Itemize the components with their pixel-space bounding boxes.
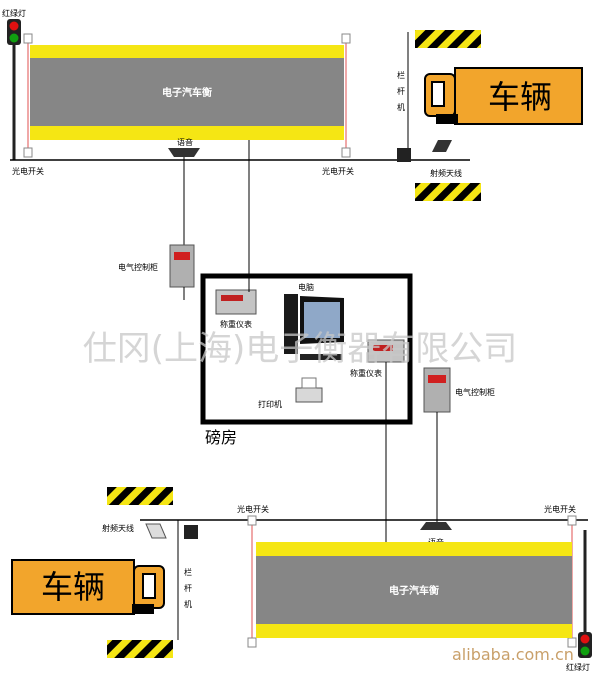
rf-antenna-bottom: 射频天线 [102, 523, 167, 539]
rf-antenna-top: 射频天线 [430, 140, 462, 178]
connection-lines [248, 140, 438, 546]
rf-antenna-bottom-label: 射频天线 [102, 523, 134, 533]
weigh-room-label: 磅房 [205, 428, 237, 447]
control-cabinet-left: 电气控制柜 [118, 244, 195, 300]
cabinet-left-label: 电气控制柜 [118, 262, 158, 272]
cabinet-right-label: 电气控制柜 [455, 387, 495, 397]
truck-top: 车辆 [424, 67, 583, 125]
photo-switch-bl-label: 光电开关 [237, 504, 269, 514]
barrier-bottom-c2: 杆 [184, 583, 192, 593]
barrier-bottom-c3: 机 [184, 599, 192, 609]
barrier-gate-bottom: 栏 杆 机 [107, 487, 198, 658]
scale-top-label: 电子汽车衡 [162, 86, 212, 99]
barrier-top-c3: 机 [397, 102, 405, 112]
traffic-light-top: 红绿灯 [2, 8, 26, 160]
printer: 打印机 [258, 377, 323, 409]
truck-top-label: 车辆 [488, 78, 552, 116]
barrier-gate-top: 栏 杆 机 [397, 30, 481, 201]
computer: 电脑 [284, 282, 344, 360]
rf-antenna-top-label: 射频天线 [430, 168, 462, 178]
computer-label: 电脑 [298, 282, 314, 292]
control-cabinet-right: 电气控制柜 [423, 367, 495, 413]
photo-switch-posts-top [23, 33, 351, 158]
scale-platform-bottom: 电子汽车衡 [256, 542, 572, 638]
truck-bottom: 车辆 [11, 559, 165, 615]
photo-switch-tr-label: 光电开关 [322, 166, 354, 176]
traffic-light-bottom: 红绿灯 [566, 530, 592, 672]
photo-switch-br-label: 光电开关 [544, 504, 576, 514]
barrier-bottom-c1: 栏 [184, 567, 192, 577]
traffic-light-top-label: 红绿灯 [2, 8, 26, 18]
printer-label: 打印机 [258, 399, 282, 409]
indicator-right-label: 称重仪表 [350, 368, 382, 378]
traffic-light-bottom-label: 红绿灯 [566, 662, 590, 672]
weighing-indicator-left: 称重仪表 [215, 289, 257, 329]
barrier-top-c2: 杆 [397, 86, 405, 96]
photo-switch-tl-label: 光电开关 [12, 166, 44, 176]
truck-bottom-label: 车辆 [41, 568, 105, 606]
speaker-top-label: 语音 [177, 137, 193, 147]
site-mark: alibaba.com.cn [452, 645, 574, 664]
scale-platform-top: 电子汽车衡 [30, 45, 344, 140]
watermark: 仕冈(上海)电子衡器有限公司 [83, 329, 518, 369]
indicator-left-label: 称重仪表 [220, 319, 252, 329]
scale-bottom-label: 电子汽车衡 [389, 584, 439, 597]
barrier-top-c1: 栏 [397, 70, 405, 80]
